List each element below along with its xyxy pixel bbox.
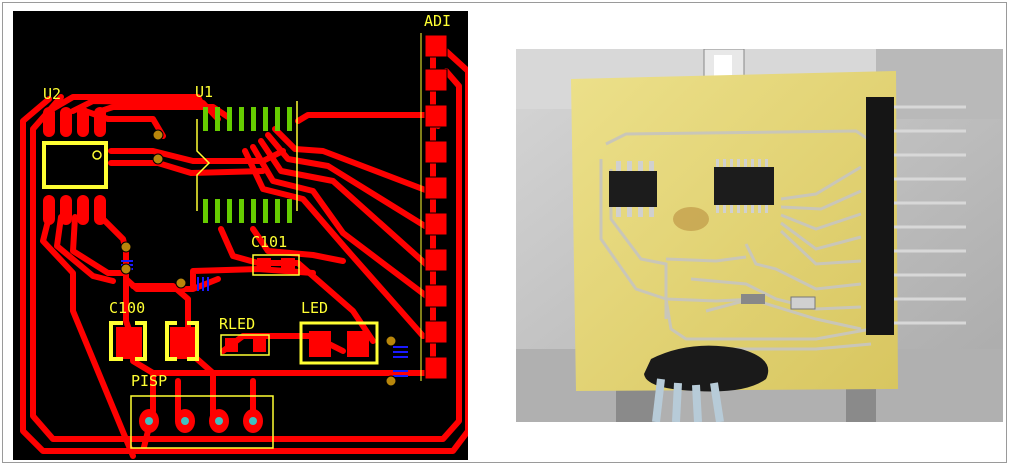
- photo-smd-led: [790, 296, 816, 310]
- adi-header-pads: [424, 34, 448, 380]
- board-photo: [516, 49, 1003, 422]
- label-rled: RLED: [219, 315, 255, 333]
- u2-footprint: [42, 107, 108, 225]
- bottom-copper-segments: [121, 260, 408, 377]
- rled-footprint: [220, 334, 270, 356]
- label-pisp: PISP: [131, 372, 167, 390]
- top-copper-traces: [20, 48, 468, 459]
- photo-cable: [644, 345, 769, 422]
- photo-chip-u2: [609, 161, 657, 217]
- photo-board: [571, 71, 898, 391]
- board-photo-svg: [516, 49, 1003, 422]
- label-u1: U1: [195, 83, 213, 101]
- label-adi: ADI: [424, 12, 451, 30]
- c101-footprint: [252, 254, 300, 276]
- vias: [120, 129, 397, 387]
- photo-chip-u1: [714, 159, 774, 213]
- u1-footprint: [196, 101, 298, 223]
- pcb-layout-svg: ADI U2 U1 C101 C100 RLED LED PISP: [13, 11, 468, 460]
- photo-header: [866, 97, 966, 335]
- photo-traces: [599, 129, 872, 369]
- c100-footprint: [109, 321, 199, 361]
- photo-smd-resistor: [741, 294, 765, 304]
- board-background: [13, 11, 468, 460]
- label-led: LED: [301, 299, 328, 317]
- label-c101: C101: [251, 233, 287, 251]
- pcb-layout-view: ADI U2 U1 C101 C100 RLED LED PISP: [13, 11, 468, 460]
- label-c100: C100: [109, 299, 145, 317]
- led-footprint: [299, 321, 379, 365]
- label-u2: U2: [43, 85, 61, 103]
- pisp-footprint: [130, 395, 274, 449]
